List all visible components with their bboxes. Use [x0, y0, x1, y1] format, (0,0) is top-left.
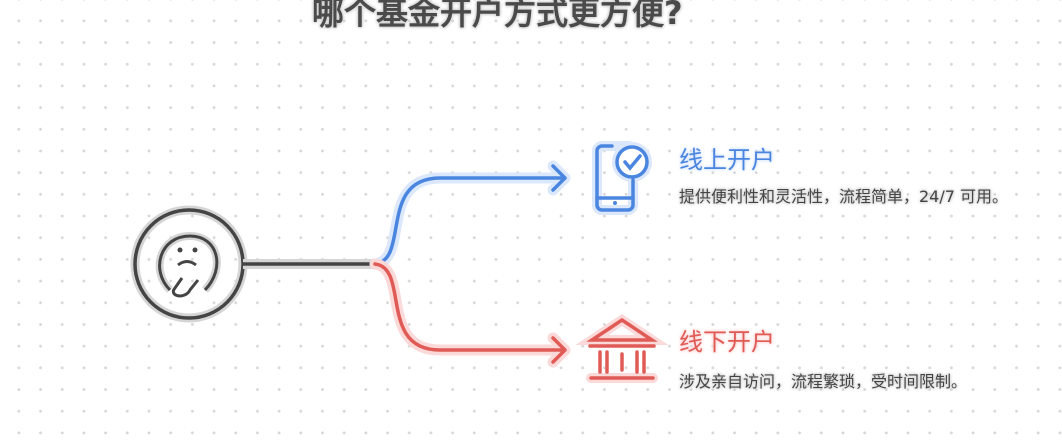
branch-arrow-online — [369, 160, 571, 270]
smartphone-check-icon — [592, 141, 652, 215]
option-online-description: 提供便利性和灵活性，流程简单，24/7 可用。 — [679, 187, 1009, 206]
option-offline-description: 涉及亲自访问，流程繁琐，受时间限制。 — [679, 372, 968, 391]
bank-building-icon — [575, 313, 669, 383]
option-offline-heading: 线下开户 — [679, 328, 775, 356]
page-title: 哪个基金开户方式更方便? — [312, 0, 683, 32]
option-online-heading: 线上开户 — [679, 146, 775, 174]
thinking-face-icon — [130, 205, 248, 323]
branch-arrow-offline — [369, 258, 571, 368]
